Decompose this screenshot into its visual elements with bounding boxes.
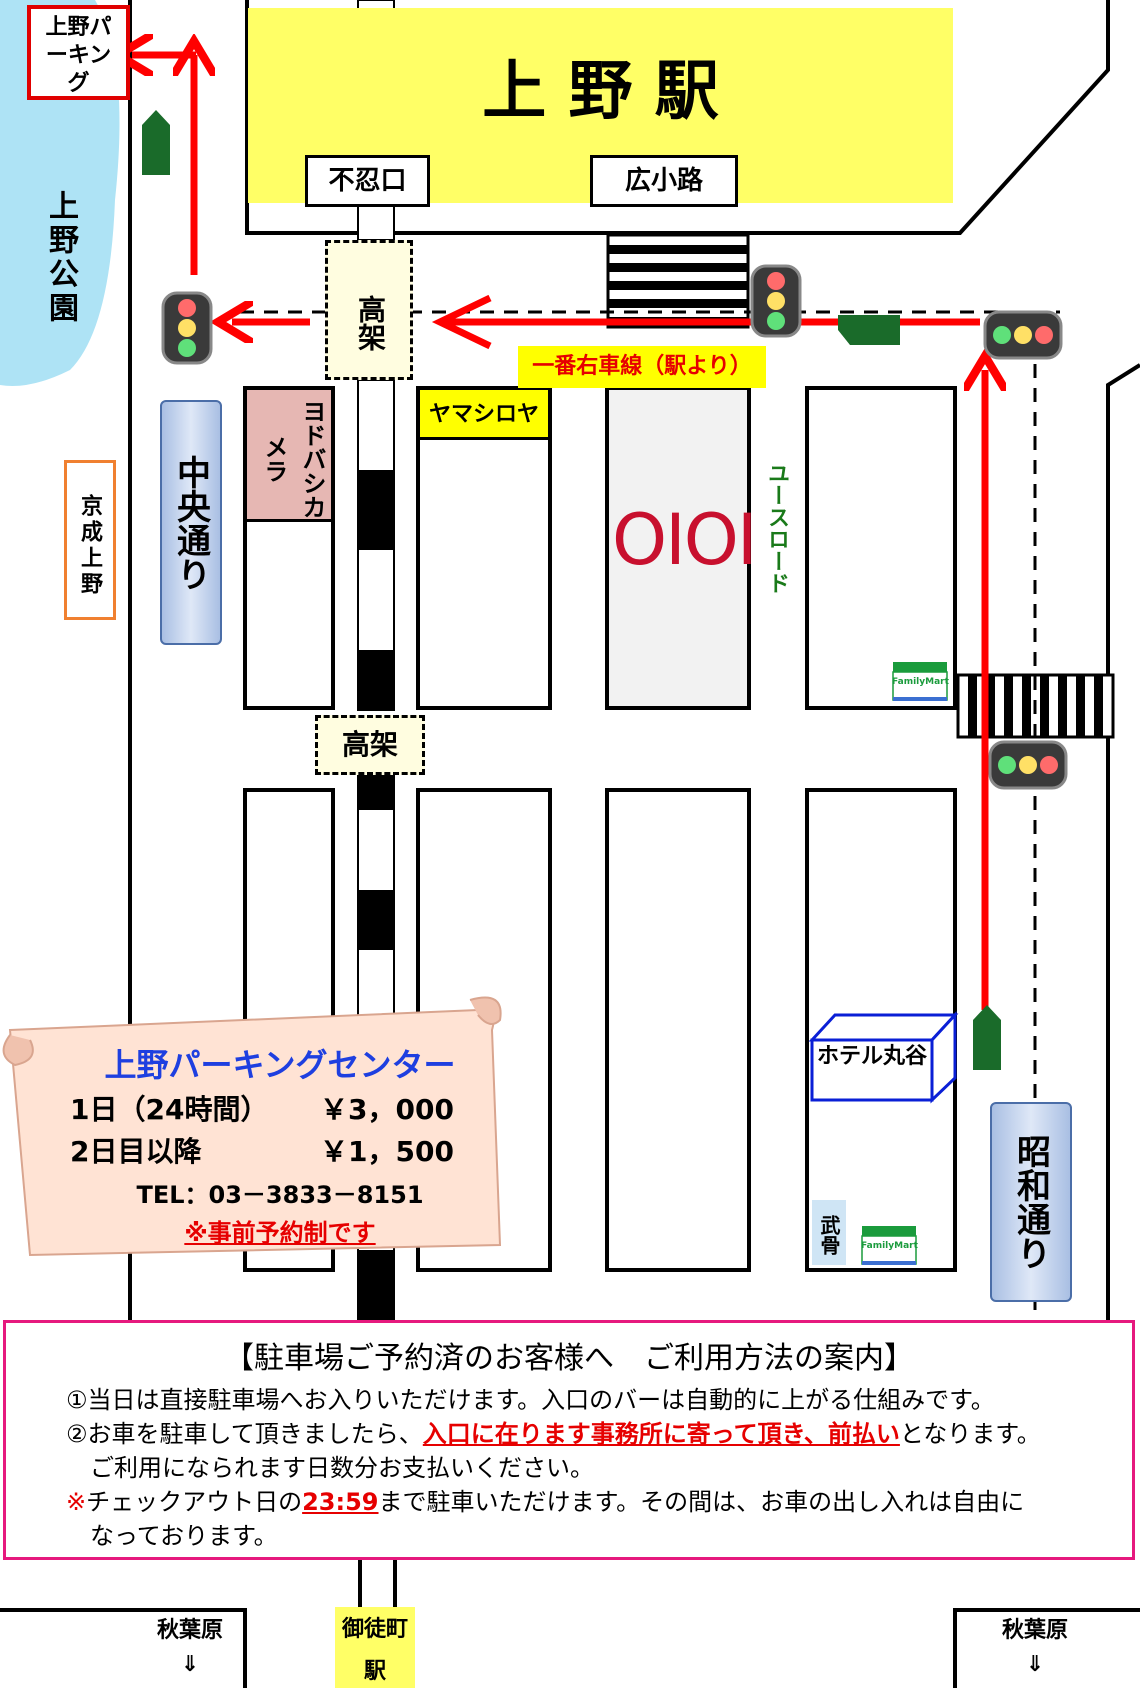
hotel-box [808, 1011, 959, 1104]
car-icon-top-left [142, 110, 170, 175]
showa-dori-label: 昭和通り [1010, 1134, 1051, 1270]
exit-hirokoji-label: 広小路 [590, 155, 738, 207]
notice-line2: ②お車を駐車して頂きましたら、入口に在ります事務所に寄って頂き、前払いとなります… [66, 1417, 1112, 1451]
arrow-down-left: ⇓ [180, 1652, 200, 1677]
reservation-note: ※事前予約制です [184, 1219, 376, 1247]
notice-line4-time: 23:59 [302, 1488, 379, 1516]
traffic-lights [161, 264, 1068, 790]
traffic-light-center [750, 264, 802, 338]
marui-logo: OIOI [612, 499, 757, 581]
price-row2-value: ￥1，500 [320, 1135, 454, 1168]
notice-line2-pre: ②お車を駐車して頂きましたら、 [66, 1420, 423, 1448]
car-icons [142, 110, 1001, 1070]
yamashiroya-label: ヤマシロヤ [420, 390, 548, 440]
notice-line4-pre: チェックアウト日の [86, 1488, 303, 1516]
notice-line2-red: 入口に在ります事務所に寄って頂き、前払い [422, 1420, 900, 1448]
familymart-logo-1 [892, 662, 948, 701]
price-row1-value: ￥3，000 [320, 1093, 454, 1126]
elevated-label-mid: 高架 [315, 715, 425, 775]
parking-info-panel: 上野パーキングセンター 1日（24時間） ￥3，000 2日目以降 ￥1，500… [30, 1030, 500, 1250]
familymart-text-2: FamilyMart [861, 1241, 918, 1251]
price-row2-label: 2日目以降 [70, 1135, 202, 1168]
parking-sign: 上野パーキング [27, 5, 130, 100]
notice-line3: ご利用になられます日数分お支払いください。 [90, 1454, 594, 1482]
lane-note-label: 一番右車線（駅より） [518, 346, 766, 388]
notice-line4-post: まで駐車いただけます。その間は、お車の出し入れは自由に [378, 1488, 1025, 1516]
car-icon-top-right [838, 315, 900, 345]
ueno-park-label: 上野公園 [43, 190, 78, 326]
route-path [132, 55, 985, 1010]
traffic-light-left [161, 291, 213, 365]
exit-shinobazu-label: 不忍口 [305, 155, 430, 207]
notice-line4: ※チェックアウト日の23:59まで駐車いただけます。その間は、お車の出し入れは自… [66, 1485, 1112, 1519]
traffic-light-right-mid [988, 740, 1068, 790]
price-row1-label: 1日（24時間） [70, 1093, 269, 1126]
info-scroll [2, 996, 502, 1257]
notice-line4-mark: ※ [66, 1488, 87, 1516]
chuo-dori-sign: 中央通り [160, 400, 222, 645]
yodobashi-label: ヨドバシカメラ [247, 390, 331, 522]
marui-block-fill [605, 386, 751, 710]
parking-center-name: 上野パーキングセンター [104, 1046, 456, 1084]
arrow-down-right: ⇓ [1025, 1652, 1045, 1677]
familymart-logo-2 [861, 1226, 917, 1265]
akihabara-right-label: 秋葉原 [1001, 1618, 1068, 1643]
tel-label: TEL：03－3833－8151 [136, 1181, 424, 1209]
lane-dashes [240, 310, 1060, 1310]
traffic-light-right-top [983, 310, 1063, 360]
elevated-label-top: 高架 [325, 240, 413, 380]
notice-title: 【駐車場ご予約済のお客様へ ご利用方法の案内】 [224, 1341, 914, 1376]
akihabara-left-label: 秋葉原 [156, 1618, 223, 1643]
station-name: 上 野 駅 [482, 54, 719, 129]
okachimachi-station-box: 御徒町 駅 [335, 1607, 415, 1688]
hotel-label: ホテル丸谷 [817, 1044, 928, 1069]
youth-road-label: ユースロード [764, 462, 789, 594]
chuo-dori-label: 中央通り [170, 454, 211, 591]
usage-notice: 【駐車場ご予約済のお客様へ ご利用方法の案内】 ①当日は直接駐車場へお入りいただ… [3, 1320, 1135, 1560]
familymart-text-1: FamilyMart [892, 677, 949, 687]
car-icon-bottom-right [973, 1005, 1001, 1070]
showa-dori-sign: 昭和通り [990, 1102, 1072, 1302]
okachimachi-label: 御徒町 [341, 1616, 408, 1642]
notice-line2-post: となります。 [899, 1420, 1041, 1448]
keisei-ueno-label: 京成上野 [64, 460, 116, 620]
takeshi-label: 武骨 [812, 1200, 846, 1265]
okachimachi-eki-label: 駅 [363, 1658, 386, 1684]
notice-line5: なっております。 [90, 1522, 278, 1550]
notice-line1: ①当日は直接駐車場へお入りいただけます。入口のバーは自動的に上がる仕組みです。 [66, 1386, 995, 1414]
